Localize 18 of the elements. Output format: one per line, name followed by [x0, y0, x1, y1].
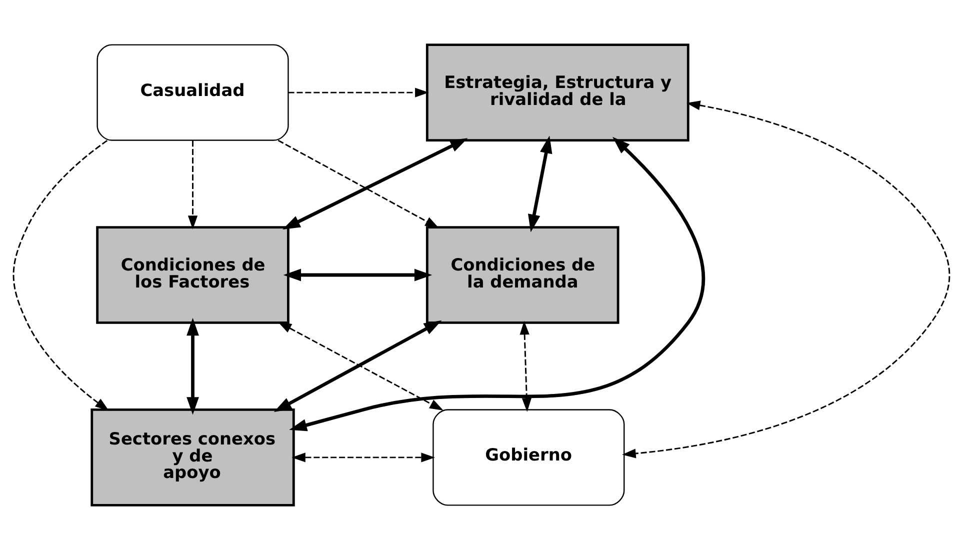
arrow [188, 140, 198, 229]
arrow [282, 138, 468, 230]
node-box: Condiciones de la demanda [426, 226, 620, 324]
node-box: Sectores conexos y de apoyo [90, 408, 295, 506]
arrow [283, 268, 432, 281]
node-box: Casualidad [96, 44, 289, 140]
arrow [528, 135, 552, 232]
arrow [520, 320, 532, 412]
arrow [289, 136, 705, 431]
arrow [622, 100, 950, 458]
node-box: Gobierno [432, 408, 625, 506]
node-box: Condiciones de los Factores [96, 226, 290, 324]
arrow [278, 139, 439, 228]
node-box: Estrategia, Estructura y rivalidad de la [426, 43, 690, 141]
arrow [292, 452, 435, 462]
arrow [186, 317, 199, 414]
arrow [288, 87, 429, 97]
arrow [12, 140, 109, 410]
